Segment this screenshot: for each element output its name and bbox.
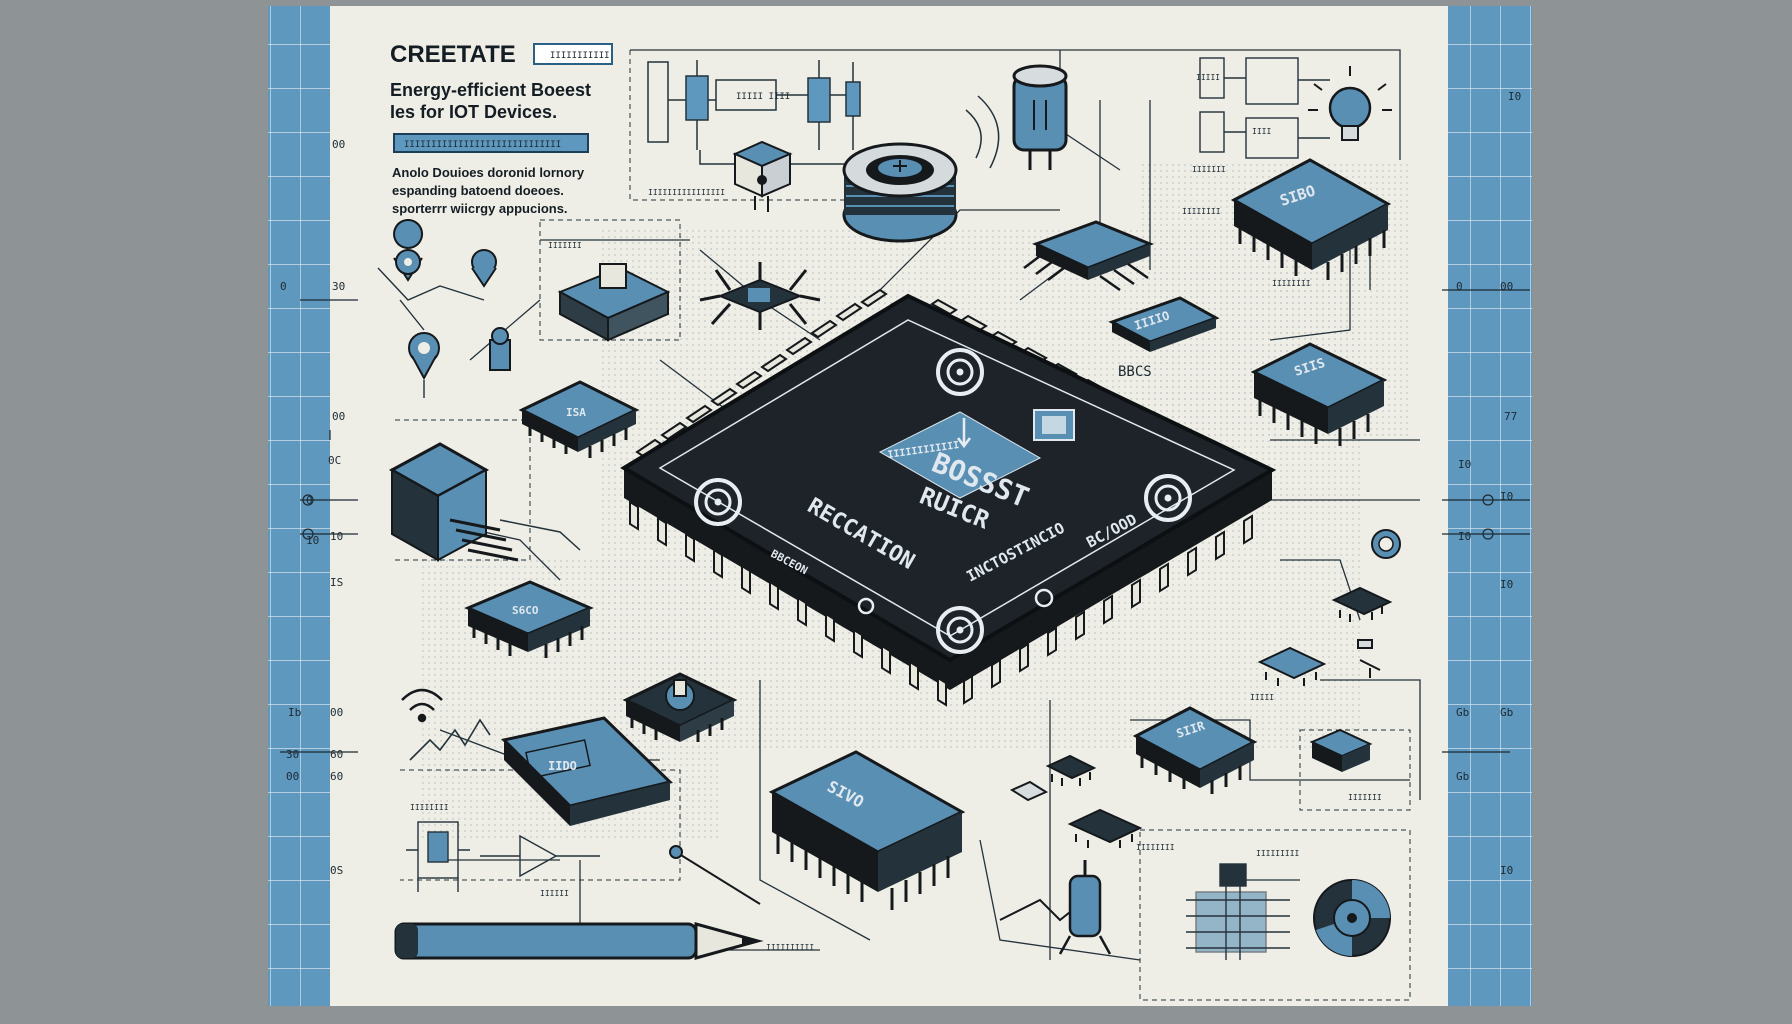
left-scale-label: 60 [330,748,343,761]
right-scale-label: 00 [1500,280,1513,293]
chip-small-left-3 [622,672,738,742]
pie-gauge-icon [1313,879,1391,957]
relay-component [557,263,671,342]
chip-small-right-1 [1331,586,1393,622]
desc-line-1: Anolo Douioes doronid lornory [392,165,585,180]
transistor-component [388,442,581,562]
right-scale-label: I0 [1500,864,1513,877]
header-block: CREETATE IIIIIIIIIII Energy-efficient Bo… [390,41,613,216]
right-scale-column [1442,6,1532,1006]
cube-component [732,140,793,212]
subtitle-line-1: Energy-efficient Boeest [390,80,591,100]
chip-right-mid [1250,342,1388,446]
right-scale-label: I0 [1500,490,1513,503]
chip-small-left-1 [518,380,640,458]
chip-label-mid: IIIIIIII [1182,207,1221,216]
left-scale-label: 0C [328,454,341,467]
left-scale-label: 00 [286,770,299,783]
schematic-label-3: IIII [1252,127,1271,136]
right-scale-label: I0 [1458,458,1471,471]
inductor-icon [842,95,1000,243]
page-title: CREETATE [390,41,516,68]
left-scale-label: IS [330,576,343,589]
lightbulb-icon [1308,66,1392,141]
chip-top-right [1230,158,1392,280]
right-scale-label: I0 [1500,578,1513,591]
left-scale-label: 30 [332,280,345,293]
left-scale-label: 0S [330,864,343,877]
right-mid-label: IIIIIIII [1272,279,1311,288]
bottom-right-label-2: IIIIIIII [1136,843,1175,852]
display-module [501,716,674,826]
pencil-icon [394,922,764,960]
chip-small-left-2 [464,580,594,658]
right-scale-labels: I0 0 00 77 I0 I0 I0 I0 Gb Gb Gb I0 [1442,90,1530,877]
chip-small-right-2 [1257,646,1327,686]
chip-small-bottom-1 [1045,754,1097,786]
left-scale-column [268,6,358,1006]
schematic-label-2: IIIII [1196,73,1220,82]
left-scale-label: 10 [306,534,319,547]
right-scale-label: Gb [1456,770,1469,783]
left-scale-label: 00 [330,706,343,719]
diode-component [1357,639,1381,678]
left-scale-label: 60 [330,770,343,783]
left-scale-label: Ib [288,706,301,719]
bottom-left-label-2: IIIIII [540,889,569,898]
right-scale-label: Gb [1500,706,1513,719]
location-pin-icon [377,219,511,398]
chip-label-c1: ISA [566,406,586,419]
right-scale-label: 77 [1504,410,1517,423]
right-scale-label: I0 [1508,90,1521,103]
left-scale-label: 00 [332,138,345,151]
capacitor-bottom-icon [1058,860,1112,955]
left-scale-label: 10 [330,530,343,543]
crosschip-component [699,262,821,330]
bottom-left-schematic [406,821,600,892]
chip-right-bottom [1132,706,1258,794]
schematic-label-4: IIIIIII [1192,165,1226,174]
title-badge: IIIIIIIIIII [550,51,610,61]
main-chip [620,288,1277,707]
chip-small-label: IIIII [1250,693,1274,702]
chip-bottom-center [768,750,966,910]
bbcs-label: BBCS [1118,364,1152,380]
bottom-right-schematic [1186,863,1290,960]
bottom-left-label: IIIIIIII [410,803,449,812]
gauge-icon [1371,529,1401,559]
desc-line-3: sporterrr wiicrgy appucions. [392,201,568,216]
banner-text: IIIIIIIIIIIIIIIIIIIIIIIIIIIII [404,140,561,150]
right-scale-label: Gb [1456,706,1469,719]
component-boxed [1309,728,1373,772]
chip-right-label [1108,296,1220,352]
bottom-right-label: IIIIIIIII [1256,849,1300,858]
relay-label: IIIIIII [548,241,582,250]
subtitle-line-2: Ies for IOT Devices. [390,102,557,122]
right-schematic [1199,57,1330,159]
boxed-label: IIIIIII [1348,793,1382,802]
wifi-icon [401,688,491,761]
chip-label-c9: IIDO [548,759,577,773]
schematic-label: IIIII IIII [736,92,790,102]
chip-small-bottom-2 [1067,808,1143,848]
chip-label-c2: S6CO [512,604,539,617]
bottom-center-label: IIIIIIIIII [766,943,814,952]
right-scale-label: I0 [1458,530,1471,543]
chip-mid-top [1023,220,1155,292]
schematic-caption: IIIIIIIIIIIIIIII [648,188,725,197]
left-scale-label: 30 [286,748,299,761]
right-scale-label: 0 [1456,280,1463,293]
top-schematic [647,60,861,165]
desc-line-2: espanding batoend doeoes. [392,183,564,198]
left-scale-label: 00 [332,410,345,423]
left-scale-label: 0 [280,280,287,293]
left-scale-labels: 00 0 30 00 0C 0 10 10 IS Ib 00 30 60 00 … [280,138,358,877]
small-box-part [1009,780,1049,802]
capacitor-icon [1012,64,1068,170]
